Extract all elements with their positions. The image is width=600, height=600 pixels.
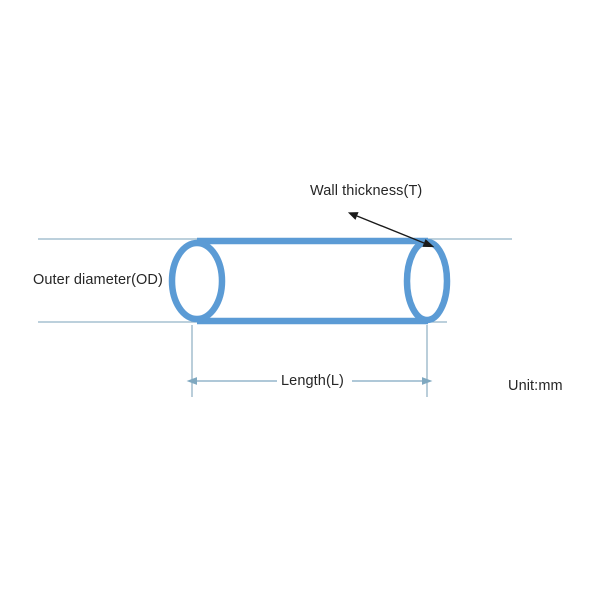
unit-label: Unit:mm [508,378,563,394]
outer-diameter-label: Outer diameter(OD) [33,272,163,288]
length-label: Length(L) [281,373,344,389]
length-extension-lines [191,325,428,397]
wall-thickness-label: Wall thickness(T) [310,183,423,199]
pipe-body [197,237,428,325]
wall-thickness-leader-line [347,212,435,248]
pipe-left-end-ellipse [168,239,226,323]
pipe-right-end-ellipse [403,238,451,324]
